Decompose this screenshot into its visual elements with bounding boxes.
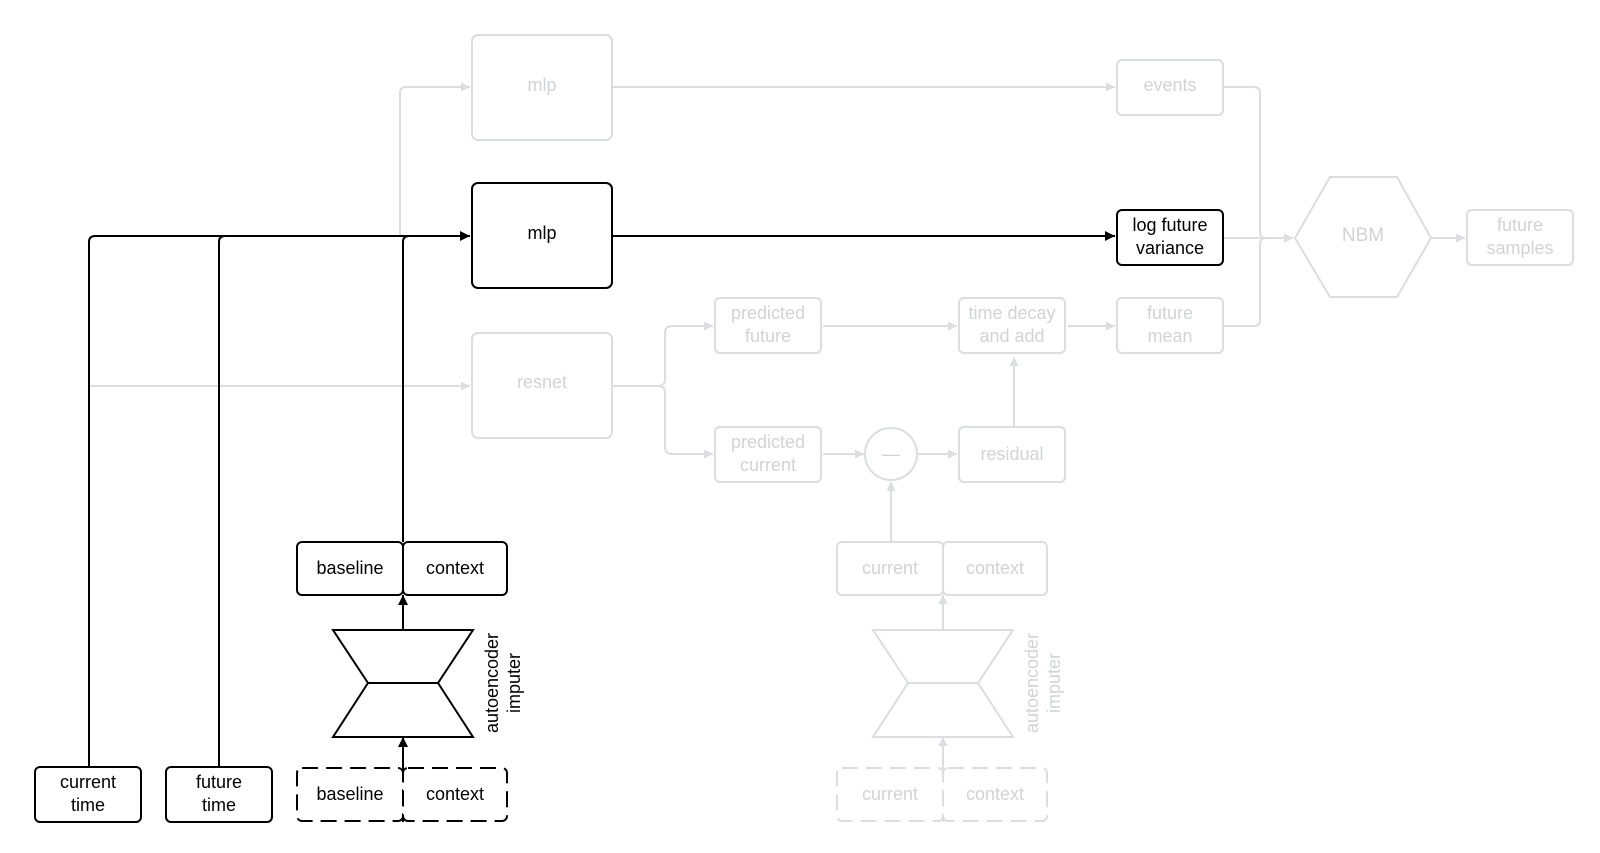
time-decay-box bbox=[958, 297, 1066, 354]
left-context-box bbox=[402, 541, 508, 596]
future-mean-box bbox=[1116, 297, 1224, 354]
future-samples-box bbox=[1466, 209, 1574, 266]
right-autoencoder-label-1: autoencoder bbox=[1022, 633, 1042, 733]
right-current-label: current bbox=[862, 558, 918, 578]
left-baseline-label: baseline bbox=[316, 558, 383, 578]
mlp-top-box bbox=[471, 34, 613, 141]
log-future-variance-label-2: variance bbox=[1136, 238, 1204, 258]
edge-baseline-context-to-mlp bbox=[402, 235, 470, 542]
mlp-main-box bbox=[471, 182, 613, 289]
future-samples-label-2: samples bbox=[1486, 238, 1553, 258]
left-autoencoder-shape bbox=[331, 629, 475, 738]
edge-to-predicted-current bbox=[657, 385, 713, 459]
right-input-context-box bbox=[942, 767, 1048, 822]
predicted-future-box bbox=[714, 297, 822, 354]
edge-mean-to-nbm bbox=[1223, 237, 1267, 327]
right-input-current-label: current bbox=[862, 784, 918, 804]
left-input-context-label: context bbox=[426, 784, 484, 804]
log-future-variance-box bbox=[1116, 209, 1224, 266]
minus-label: — bbox=[882, 444, 900, 464]
time-decay-label-1: time decay bbox=[968, 303, 1055, 323]
right-autoencoder-shape bbox=[871, 629, 1015, 738]
right-context-box bbox=[942, 541, 1048, 596]
future-time-label-1: future bbox=[196, 772, 242, 792]
residual-box bbox=[958, 426, 1066, 483]
future-mean-label-2: mean bbox=[1147, 326, 1192, 346]
current-time-box bbox=[34, 766, 142, 823]
events-label: events bbox=[1143, 75, 1196, 95]
future-mean-label-1: future bbox=[1147, 303, 1193, 323]
right-context-label: context bbox=[966, 558, 1024, 578]
mlp-main-label: mlp bbox=[527, 223, 556, 243]
active-connectors bbox=[88, 231, 1115, 822]
right-input-context-label: context bbox=[966, 784, 1024, 804]
future-samples-label-1: future bbox=[1497, 215, 1543, 235]
nbm-label: NBM bbox=[1342, 225, 1384, 246]
edge-future-time-to-mlp bbox=[218, 235, 470, 767]
nbm-hexagon bbox=[1293, 176, 1433, 298]
left-input-context-box bbox=[402, 767, 508, 822]
left-context-label: context bbox=[426, 558, 484, 578]
predicted-future-label-2: future bbox=[745, 326, 791, 346]
future-time-label-2: time bbox=[202, 795, 236, 815]
time-decay-label-2: and add bbox=[979, 326, 1044, 346]
left-input-baseline-label: baseline bbox=[316, 784, 383, 804]
left-autoencoder-label-1: autoencoder bbox=[482, 633, 502, 733]
events-box bbox=[1116, 59, 1224, 116]
residual-label: residual bbox=[980, 444, 1043, 464]
edge-events-to-nbm bbox=[1223, 86, 1293, 243]
minus-circle bbox=[864, 427, 918, 481]
edge-current-time-to-mlp bbox=[88, 231, 470, 767]
edge-to-mlp-top bbox=[399, 82, 470, 235]
resnet-label: resnet bbox=[517, 372, 567, 392]
right-autoencoder-label-2: imputer bbox=[1044, 653, 1064, 713]
predicted-current-label-1: predicted bbox=[731, 432, 805, 452]
left-autoencoder-label-2: imputer bbox=[504, 653, 524, 713]
mlp-top-label: mlp bbox=[527, 75, 556, 95]
current-time-label-1: current bbox=[60, 772, 116, 792]
predicted-current-box bbox=[714, 426, 822, 483]
resnet-box bbox=[471, 332, 613, 439]
predicted-current-label-2: current bbox=[740, 455, 796, 475]
current-time-label-2: time bbox=[71, 795, 105, 815]
future-time-box bbox=[165, 766, 273, 823]
predicted-future-label-1: predicted bbox=[731, 303, 805, 323]
log-future-variance-label-1: log future bbox=[1132, 215, 1207, 235]
edge-to-predicted-future bbox=[657, 321, 713, 387]
